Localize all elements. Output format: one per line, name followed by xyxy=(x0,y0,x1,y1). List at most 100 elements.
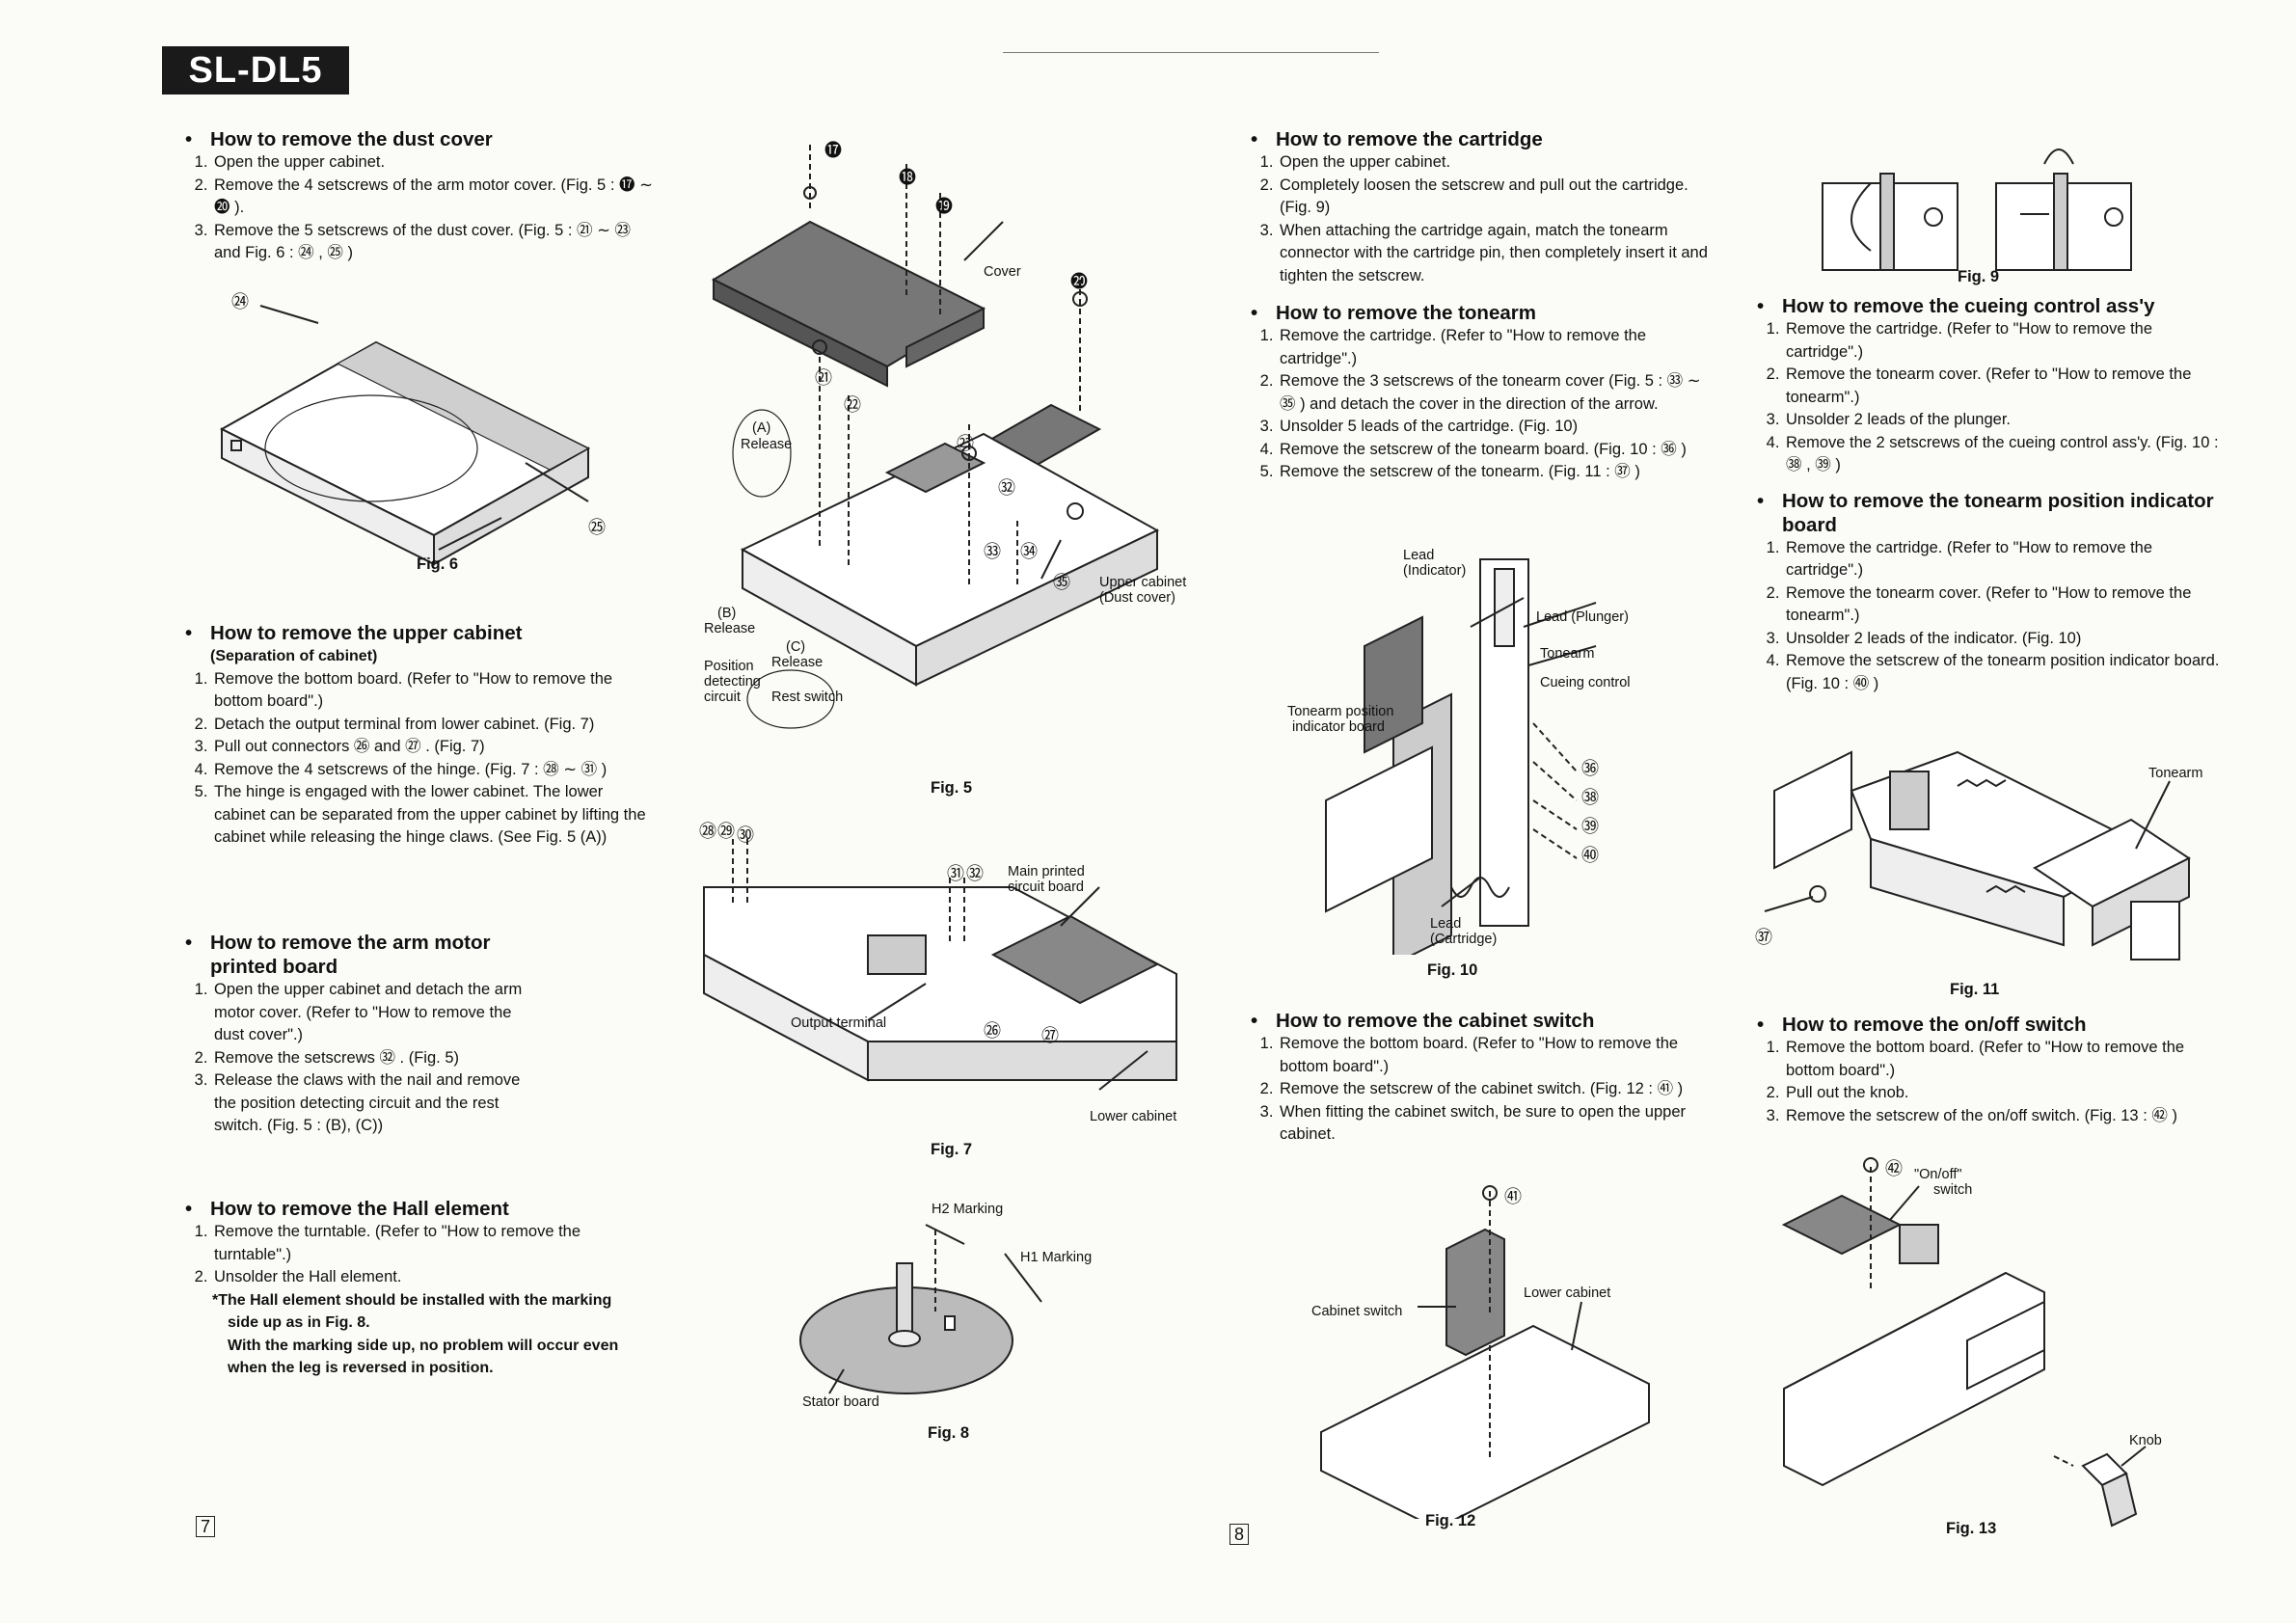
marker-27: ㉗ xyxy=(1041,1026,1059,1045)
section-tonearm: How to remove the tonearm Remove the car… xyxy=(1249,301,1712,484)
marker-42: ㊷ xyxy=(1885,1159,1903,1178)
step: Remove the 5 setscrews of the dust cover… xyxy=(212,220,656,265)
step: Remove the turntable. (Refer to "How to … xyxy=(212,1221,656,1266)
note-line: side up as in Fig. 8. xyxy=(228,1314,370,1331)
label-circuit: circuit xyxy=(704,690,741,705)
section-cueing: How to remove the cueing control ass'y R… xyxy=(1755,294,2228,477)
step: Remove the cartridge. (Refer to "How to … xyxy=(1784,318,2228,364)
fig-7-diagram: ㉘ ㉙ ㉚ ㉛ ㉜ ㉖ ㉗ Main printed circuit board… xyxy=(699,822,1177,1124)
section-title: How to remove the cabinet switch xyxy=(1249,1009,1712,1033)
label-lead: Lead xyxy=(1403,548,1434,563)
column-4b: How to remove the on/off switch Remove t… xyxy=(1755,1013,2228,1127)
step: Remove the tonearm cover. (Refer to "How… xyxy=(1784,582,2228,628)
marker-38: ㊳ xyxy=(1581,788,1599,807)
step: The hinge is engaged with the lower cabi… xyxy=(212,781,656,850)
step: Remove the cartridge. (Refer to "How to … xyxy=(1784,537,2228,582)
fig-6-diagram: ㉔ ㉕ xyxy=(219,292,606,566)
label-onoff: "On/off" xyxy=(1914,1167,1962,1182)
fig-8-diagram: H2 Marking H1 Marking Stator board xyxy=(799,1202,1092,1410)
section-title: How to remove the dust cover xyxy=(183,127,656,151)
column-1c: How to remove the arm motor printed boar… xyxy=(183,931,540,1138)
label-lower-cabinet-12: Lower cabinet xyxy=(1524,1285,1610,1301)
page-number-left: 7 xyxy=(196,1516,216,1537)
step: Remove the 4 setscrews of the hinge. (Fi… xyxy=(212,759,656,782)
model-logo: SL-DL5 xyxy=(162,46,349,95)
label-cartridge: (Cartridge) xyxy=(1430,932,1497,947)
marker-33: ㉝ xyxy=(984,542,1001,561)
label-b-release: Release xyxy=(704,621,755,636)
label-lower-cabinet: Lower cabinet xyxy=(1090,1109,1176,1124)
step: Remove the setscrew of the cabinet switc… xyxy=(1278,1078,1712,1101)
label-c-release: Release xyxy=(771,655,823,670)
step: Detach the output terminal from lower ca… xyxy=(212,714,656,737)
section-dust-cover: How to remove the dust cover Open the up… xyxy=(183,127,656,265)
section-title: How to remove the tonearm xyxy=(1249,301,1712,325)
label-dust-cover: (Dust cover) xyxy=(1099,590,1175,606)
marker-21: ㉑ xyxy=(815,368,832,388)
hall-note: *The Hall element should be installed wi… xyxy=(183,1289,656,1380)
section-title: How to remove the arm motor printed boar… xyxy=(183,931,540,979)
marker-30: ㉚ xyxy=(737,825,754,845)
step: Remove the setscrews ㉜ . (Fig. 5) xyxy=(212,1047,540,1070)
label-lead-cart: Lead xyxy=(1430,916,1461,932)
step: When attaching the cartridge again, matc… xyxy=(1278,220,1712,288)
step: Remove the bottom board. (Refer to "How … xyxy=(1784,1037,2228,1082)
step: Remove the bottom board. (Refer to "How … xyxy=(1278,1033,1712,1078)
fig-12-diagram: ㊶ Cabinet switch Lower cabinet xyxy=(1311,1185,1650,1519)
label-tonearm: Tonearm xyxy=(1540,646,1594,662)
label-cueing-control: Cueing control xyxy=(1540,675,1631,690)
marker-25: ㉕ xyxy=(588,518,606,537)
fig-13-diagram: ㊷ "On/off" switch Knob xyxy=(1781,1157,2162,1528)
label-output-terminal: Output terminal xyxy=(791,1015,886,1031)
label-stator-board: Stator board xyxy=(802,1394,879,1410)
section-hall-element: How to remove the Hall element Remove th… xyxy=(183,1197,656,1380)
label-h1-marking: H1 Marking xyxy=(1020,1250,1092,1265)
fig-5-caption: Fig. 5 xyxy=(931,779,973,797)
marker-24: ㉔ xyxy=(231,292,249,311)
step: Remove the setscrew of the tonearm board… xyxy=(1278,439,1712,462)
label-detecting: detecting xyxy=(704,674,761,690)
fig-10-caption: Fig. 10 xyxy=(1427,961,1478,979)
fig-9-diagram xyxy=(1822,149,2132,271)
note-line: *The Hall element should be installed wi… xyxy=(212,1291,612,1309)
label-switch: switch xyxy=(1933,1182,1972,1198)
label-indicator: (Indicator) xyxy=(1403,563,1466,579)
marker-37: ㊲ xyxy=(1755,928,1772,947)
note-line: when the leg is reversed in position. xyxy=(228,1360,494,1376)
top-rule xyxy=(1003,52,1379,53)
section-cartridge: How to remove the cartridge Open the upp… xyxy=(1249,127,1712,287)
step: Unsolder 5 leads of the cartridge. (Fig.… xyxy=(1278,416,1712,439)
section-onoff: How to remove the on/off switch Remove t… xyxy=(1755,1013,2228,1127)
step: Release the claws with the nail and remo… xyxy=(212,1069,540,1138)
column-4: How to remove the cueing control ass'y R… xyxy=(1755,294,2228,695)
label-knob: Knob xyxy=(2129,1433,2162,1448)
marker-29: ㉙ xyxy=(717,822,735,841)
step: Pull out connectors ㉖ and ㉗ . (Fig. 7) xyxy=(212,736,656,759)
fig-9-caption: Fig. 9 xyxy=(1958,268,2000,285)
fig-8-caption: Fig. 8 xyxy=(928,1424,970,1442)
fig-5-diagram: ⓱ ⓲ ⓳ ⓴ ㉑ ㉒ ㉓ ㉜ ㉝ ㉞ ㉟ Cover (A) Release … xyxy=(704,141,1186,729)
label-rest-switch: Rest switch xyxy=(771,690,843,705)
step: Open the upper cabinet and detach the ar… xyxy=(212,979,540,1047)
step: Remove the tonearm cover. (Refer to "How… xyxy=(1784,364,2228,409)
marker-35: ㉟ xyxy=(1053,573,1070,592)
section-title: How to remove the Hall element xyxy=(183,1197,656,1221)
marker-18: ⓲ xyxy=(899,168,916,187)
step: When fitting the cabinet switch, be sure… xyxy=(1278,1101,1712,1147)
step: Unsolder the Hall element. xyxy=(212,1266,656,1289)
section-subtitle: (Separation of cabinet) xyxy=(210,648,378,664)
marker-20: ⓴ xyxy=(1070,272,1088,291)
label-a-release: Release xyxy=(741,437,792,452)
page-number-right: 8 xyxy=(1229,1524,1250,1545)
label-upper-cabinet: Upper cabinet xyxy=(1099,575,1186,590)
marker-41: ㊶ xyxy=(1504,1187,1522,1206)
section-position-indicator: How to remove the tonearm position indic… xyxy=(1755,489,2228,696)
marker-26: ㉖ xyxy=(984,1021,1001,1041)
column-3: How to remove the cartridge Open the upp… xyxy=(1249,127,1712,484)
fig-6-caption: Fig. 6 xyxy=(417,555,459,573)
marker-36: ㊱ xyxy=(1581,759,1599,778)
column-1: How to remove the dust cover Open the up… xyxy=(183,127,656,265)
label-indicator-board: indicator board xyxy=(1292,719,1385,735)
step: Remove the setscrew of the tonearm. (Fig… xyxy=(1278,461,1712,484)
fig-10-diagram: ㊱ ㊳ ㊴ ㊵ Lead (Indicator) Lead (Plunger) … xyxy=(1287,548,1631,955)
